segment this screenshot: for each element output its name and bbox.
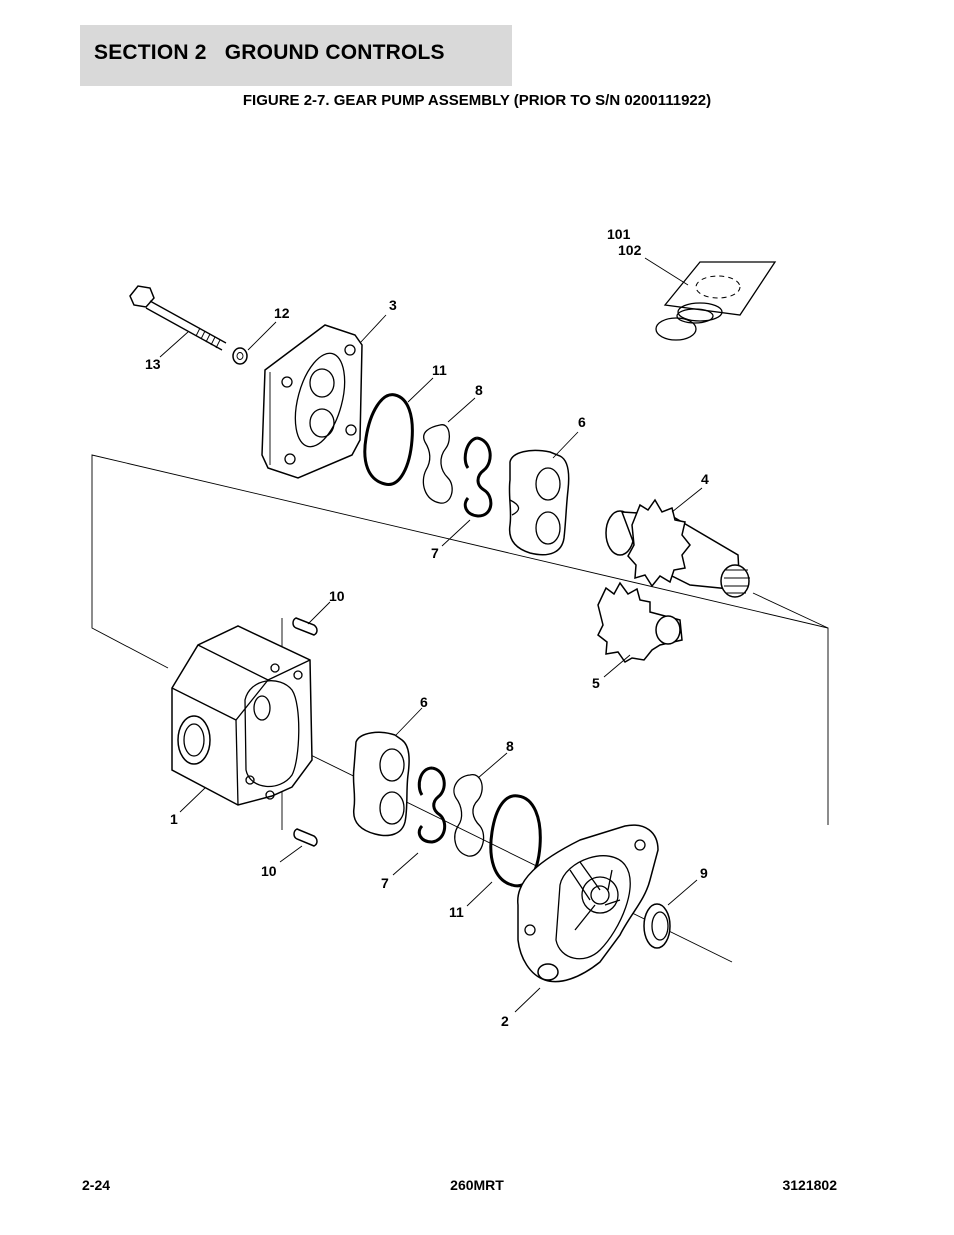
callout-10-top: 10: [329, 588, 345, 604]
o-ring-bottom: [489, 794, 542, 888]
shaft-seal: [643, 903, 671, 949]
callout-6-bottom: 6: [420, 694, 428, 710]
callout-4: 4: [701, 471, 709, 487]
callout-7-bottom: 7: [381, 875, 389, 891]
leader-lines: [159, 257, 703, 1013]
flange-plate-top: [261, 324, 363, 479]
callout-8-top: 8: [475, 382, 483, 398]
callout-6-top: 6: [578, 414, 586, 430]
callout-13: 13: [145, 356, 161, 372]
bearing-block-bottom: [352, 731, 410, 837]
callout-3: 3: [389, 297, 397, 313]
wear-plate-seal-bottom: [453, 774, 485, 857]
drive-gear: [605, 498, 750, 598]
callout-102: 102: [618, 242, 642, 258]
figure-title: FIGURE 2-7. GEAR PUMP ASSEMBLY (PRIOR TO…: [242, 92, 712, 109]
section-header-box: SECTION 2 GROUND CONTROLS: [80, 25, 512, 86]
bearing-block-top: [508, 449, 570, 556]
washer: [232, 347, 248, 365]
alignment-line-left: [91, 454, 829, 825]
callout-12: 12: [274, 305, 290, 321]
callout-11-bottom: 11: [449, 904, 464, 920]
callout-1: 1: [170, 811, 178, 827]
section-title: SECTION 2 GROUND CONTROLS: [94, 41, 445, 64]
dowel-pin-bottom: [281, 786, 318, 847]
callout-10-bottom: 10: [261, 863, 277, 879]
callout-2: 2: [501, 1013, 509, 1029]
callout-8-bottom: 8: [506, 738, 514, 754]
backup-seal-bottom: [417, 766, 447, 844]
footer-page-number: 2-24: [82, 1177, 111, 1193]
callout-9: 9: [700, 865, 708, 881]
washer-hole: [236, 352, 244, 360]
callout-7-top: 7: [431, 545, 439, 561]
seal-kit-bag: [655, 261, 777, 341]
callout-5: 5: [592, 675, 600, 691]
callout-11-top: 11: [432, 362, 447, 378]
backup-seal-top: [463, 436, 493, 518]
footer-model: 260MRT: [450, 1177, 504, 1193]
wear-plate-seal-top: [422, 424, 453, 504]
o-ring-top: [363, 393, 414, 486]
alignment-line-right: [752, 592, 829, 629]
idler-gear: [597, 581, 683, 663]
cover-plate: [517, 824, 659, 983]
footer-doc-number: 3121802: [782, 1177, 837, 1193]
bolt: [129, 285, 227, 351]
pump-body: [171, 625, 313, 806]
callout-101: 101: [607, 226, 631, 242]
